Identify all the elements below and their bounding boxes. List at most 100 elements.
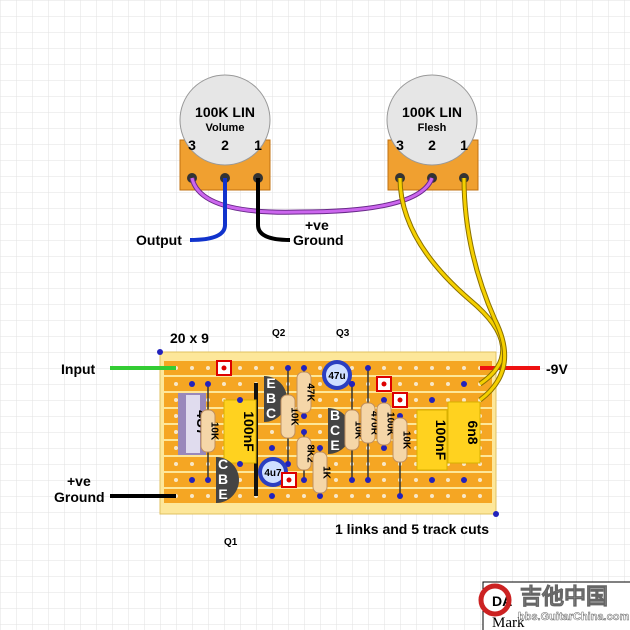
hole bbox=[382, 462, 386, 466]
ground-pot-wire bbox=[256, 178, 291, 242]
copper-strip bbox=[164, 489, 492, 503]
pin-label: E bbox=[330, 437, 339, 453]
capacitor-value: 6n8 bbox=[465, 420, 481, 444]
resistor-value: 8K2 bbox=[305, 444, 316, 463]
watermark-logo bbox=[478, 583, 512, 617]
hole bbox=[206, 366, 210, 370]
capacitor-value: 47u bbox=[328, 371, 345, 382]
resistor: 470R bbox=[360, 402, 380, 444]
hole bbox=[238, 366, 242, 370]
copper-strip bbox=[164, 473, 492, 487]
pin-label: B bbox=[218, 471, 228, 487]
hole bbox=[446, 398, 450, 402]
hole bbox=[398, 366, 402, 370]
lug-label: 2 bbox=[221, 137, 229, 153]
hole bbox=[286, 494, 290, 498]
copper-strip bbox=[164, 393, 492, 407]
hole bbox=[430, 382, 434, 386]
hole bbox=[462, 494, 466, 498]
hole bbox=[446, 366, 450, 370]
ground-label: Ground bbox=[293, 232, 344, 248]
hole bbox=[334, 478, 338, 482]
author-text: Mark bbox=[492, 615, 525, 630]
hole bbox=[398, 382, 402, 386]
hole bbox=[350, 366, 354, 370]
q3-label: Q3 bbox=[336, 328, 350, 339]
hole bbox=[238, 494, 242, 498]
pot-name: Volume bbox=[206, 122, 245, 134]
resistor: 8K2 bbox=[296, 436, 316, 471]
hole bbox=[478, 478, 482, 482]
pin-label: C bbox=[330, 422, 340, 438]
electrolytic-capacitor: 4u7 bbox=[258, 457, 288, 487]
watermark-url: bbs.GuitarChina.com bbox=[518, 611, 629, 623]
hole bbox=[174, 478, 178, 482]
capacitor-value: 100nF bbox=[433, 420, 449, 461]
resistor-value: 100K bbox=[385, 412, 396, 437]
lug-label: 3 bbox=[396, 137, 404, 153]
hole bbox=[446, 494, 450, 498]
resistor-value: 47K bbox=[305, 383, 316, 402]
hole bbox=[446, 382, 450, 386]
flesh-pot: 100K LIN Flesh 3 2 1 bbox=[386, 74, 479, 191]
output-label: Output bbox=[136, 232, 182, 248]
hole bbox=[462, 398, 466, 402]
hole bbox=[478, 494, 482, 498]
hole bbox=[190, 462, 194, 466]
hole bbox=[254, 366, 258, 370]
hole bbox=[318, 366, 322, 370]
capacitor-value: 100nF bbox=[241, 411, 257, 452]
hole bbox=[174, 446, 178, 450]
resistor: 10K bbox=[200, 409, 220, 453]
hole bbox=[318, 398, 322, 402]
resistor-value: 470R bbox=[369, 411, 380, 436]
hole bbox=[414, 382, 418, 386]
hole bbox=[270, 366, 274, 370]
pot-name: Flesh bbox=[418, 122, 447, 134]
hole bbox=[334, 462, 338, 466]
hole bbox=[366, 494, 370, 498]
pot-value: 100K LIN bbox=[402, 104, 462, 120]
lug-label: 1 bbox=[460, 137, 468, 153]
resistor: 10K bbox=[392, 417, 412, 463]
resistor: 100K bbox=[376, 402, 396, 446]
resistor-value: 10K bbox=[401, 431, 412, 450]
hole bbox=[174, 382, 178, 386]
pve-label: +ve bbox=[67, 473, 91, 489]
input-label: Input bbox=[61, 361, 96, 377]
q1-label: Q1 bbox=[224, 537, 238, 548]
lug-label: 2 bbox=[428, 137, 436, 153]
hole bbox=[318, 382, 322, 386]
ground-label: Ground bbox=[54, 489, 105, 505]
hole bbox=[190, 494, 194, 498]
hole bbox=[430, 494, 434, 498]
board-size-label: 20 x 9 bbox=[170, 330, 209, 346]
pin-label: E bbox=[266, 375, 275, 391]
hole bbox=[238, 382, 242, 386]
resistor: 1K bbox=[312, 451, 332, 494]
hole bbox=[414, 494, 418, 498]
hole bbox=[334, 494, 338, 498]
hole bbox=[302, 494, 306, 498]
watermark-text: 吉他中国 bbox=[520, 584, 608, 610]
lug-label: 3 bbox=[188, 137, 196, 153]
volume-pot: 100K LIN Volume 3 2 1 bbox=[179, 74, 271, 191]
minus9v-label: -9V bbox=[546, 361, 568, 377]
hole bbox=[382, 494, 386, 498]
hole bbox=[446, 478, 450, 482]
lug-label: 1 bbox=[254, 137, 262, 153]
summary-label: 1 links and 5 track cuts bbox=[335, 521, 489, 537]
resistor: 47K bbox=[296, 371, 316, 414]
pve-label: +ve bbox=[305, 217, 329, 233]
hole bbox=[430, 366, 434, 370]
hole bbox=[206, 494, 210, 498]
pot-value: 100K LIN bbox=[195, 104, 255, 120]
track-cuts bbox=[216, 360, 408, 488]
transistor-q1: CBE bbox=[216, 456, 239, 503]
pin-label: C bbox=[266, 405, 276, 421]
film-capacitor-6n8: 6n8 bbox=[447, 401, 481, 464]
electrolytic-capacitor: 47u bbox=[322, 360, 352, 390]
resistor-value: 10K bbox=[209, 422, 220, 441]
